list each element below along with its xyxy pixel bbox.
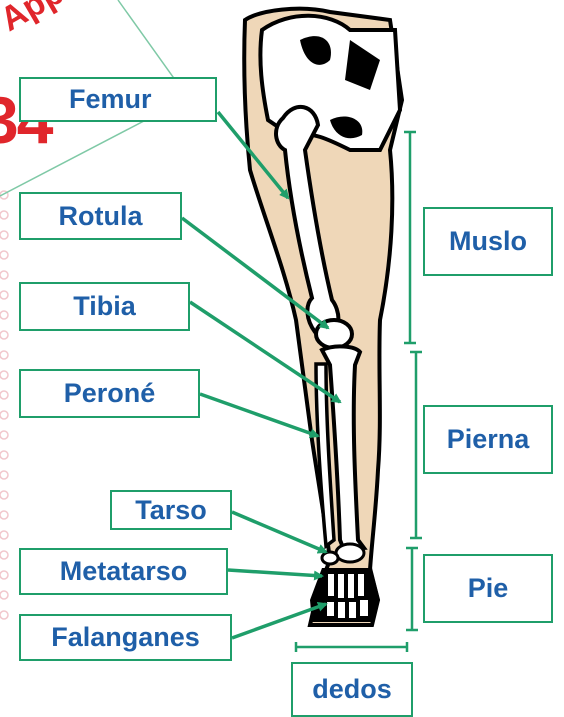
label-pierna: Pierna <box>423 405 553 474</box>
label-perone: Peroné <box>19 369 200 418</box>
dotted-border <box>0 191 8 619</box>
label-dedos: dedos <box>291 662 413 717</box>
perone-arrow <box>200 394 318 436</box>
label-rotula: Rotula <box>19 192 182 240</box>
dedos-bracket <box>296 642 407 652</box>
pierna-bracket <box>410 352 422 538</box>
metatarso-arrow <box>228 570 322 576</box>
label-metatarso: Metatarso <box>19 548 228 595</box>
label-falanganes: Falanganes <box>19 614 232 661</box>
tarso-arrow <box>232 512 326 552</box>
label-tarso: Tarso <box>110 490 232 530</box>
label-muslo: Muslo <box>423 207 553 276</box>
label-femur: Femur <box>19 77 217 122</box>
pie-bracket <box>406 548 418 630</box>
label-pie: Pie <box>423 554 553 623</box>
muslo-bracket <box>404 132 416 343</box>
label-tibia: Tibia <box>19 282 190 331</box>
